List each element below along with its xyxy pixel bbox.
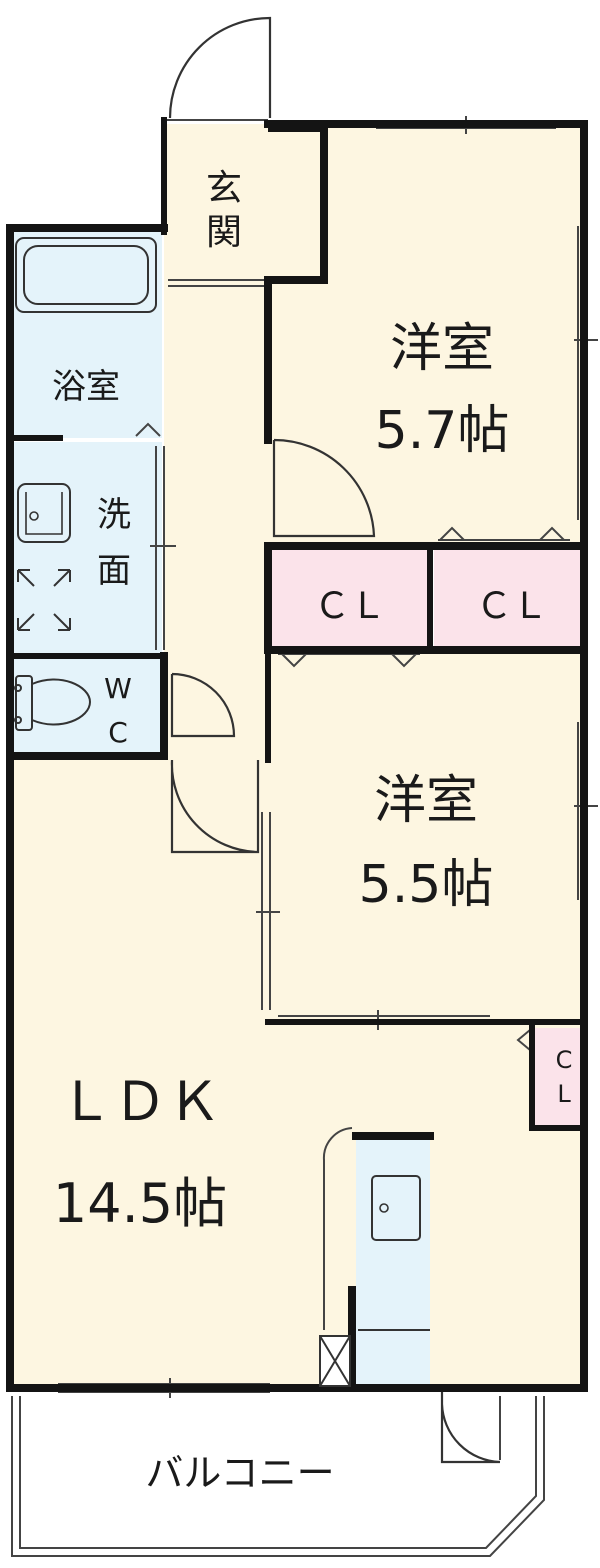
western-a-door[interactable] [272, 438, 376, 538]
washroom-label-2: 面 [97, 551, 131, 591]
closet-1-fill [268, 548, 428, 646]
closet-ldk-label-1: C [556, 1046, 573, 1074]
wc-door[interactable] [170, 672, 236, 738]
kitchen-counter-fill [356, 1140, 430, 1388]
washroom-label-1: 洗 [97, 495, 131, 535]
bathtub-icon [15, 237, 157, 313]
wc-label-1: W [104, 672, 132, 705]
ldk-size: 14.5帖 [53, 1172, 227, 1235]
bath-label: 浴室 [52, 367, 120, 407]
hallway-fill [164, 280, 268, 760]
washing-machine-icon [17, 569, 71, 631]
western-b-fill [268, 652, 584, 1024]
wc-label-2: C [108, 716, 128, 749]
genkan-fill [164, 124, 272, 280]
entrance-door[interactable] [168, 16, 272, 119]
ldk-label: ＬＤＫ [59, 1070, 221, 1133]
closet-ldk-fill [532, 1028, 584, 1128]
western-b-label: 洋室 [374, 771, 478, 831]
washroom-fill [12, 442, 162, 654]
closet-2-label: ＣＬ [476, 586, 548, 627]
closet-1-label: ＣＬ [314, 586, 386, 627]
ldk-door[interactable] [170, 759, 260, 854]
genkan-label-1: 玄 [206, 168, 242, 209]
fixtures [14, 237, 430, 1387]
ldk-fill [12, 760, 584, 1388]
western-a-size: 5.7帖 [375, 401, 510, 461]
closet-2-fill [434, 548, 584, 646]
walls [6, 117, 588, 1392]
kitchen-sink-icon [358, 1175, 430, 1331]
washbasin-icon [17, 483, 71, 543]
balcony-door[interactable] [440, 1392, 501, 1464]
fridge-icon [319, 1335, 351, 1387]
room-fills [12, 124, 584, 1388]
balcony-label: バルコニー [145, 1451, 334, 1495]
closet-ldk-label-2: L [557, 1080, 571, 1108]
western-a-label: 洋室 [390, 319, 494, 379]
genkan-label-2: 関 [206, 212, 242, 253]
western-b-size: 5.5帖 [359, 855, 494, 915]
balcony [11, 1396, 545, 1557]
toilet-icon [14, 675, 92, 731]
wc-fill [12, 658, 162, 754]
doors [168, 16, 501, 1464]
labels: 玄 関 洋室 5.7帖 ＣＬ ＣＬ 洋室 5.5帖 浴室 洗 面 W C C L… [52, 168, 572, 1495]
